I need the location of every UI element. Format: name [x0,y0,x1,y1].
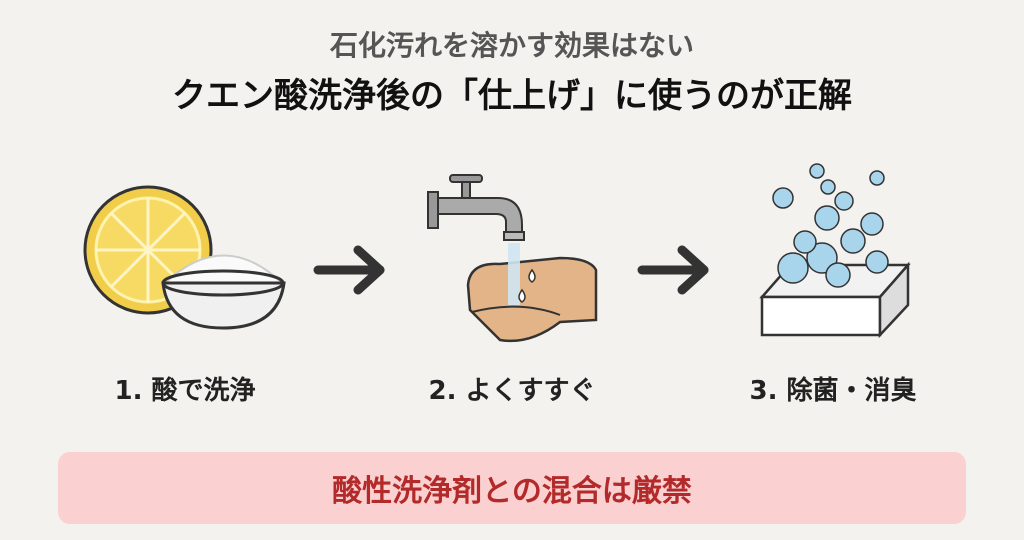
step-2-label: 2. よくすすぐ [428,376,596,406]
lemon-and-powder-bowl-icon [83,185,286,330]
warning-text: 酸性洗浄剤との混合は厳禁 [332,474,692,509]
arrow-right-icon [313,245,385,295]
step-3-label: 3. 除菌・消臭 [749,376,917,406]
soap-bubbles-icon [759,163,911,339]
step-1-label: 1. 酸で洗浄 [114,376,256,406]
arrow-right-icon [637,245,709,295]
warning-banner: 酸性洗浄剤との混合は厳禁 [58,452,966,524]
subtitle: 石化汚れを溶かす効果はない [329,29,694,62]
page-title: クエン酸洗浄後の「仕上げ」に使うのが正解 [172,76,852,116]
faucet-rinsing-hands-icon [427,174,598,343]
